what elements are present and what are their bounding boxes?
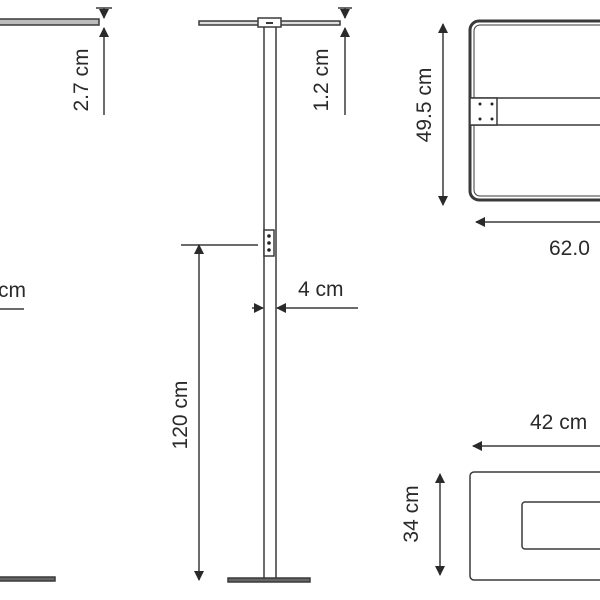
mount-plate [469,97,498,126]
base-side [0,576,56,582]
label-base-depth: 34 cm [400,485,423,542]
base-front [227,577,311,583]
label-pole-width: 4 cm [298,278,344,301]
label-base-width: 42 cm [530,411,587,434]
label-head-thickness-front: 1.2 cm [310,48,333,111]
label-head-depth: 49.5 cm [413,68,436,143]
side-view-lamp [0,7,112,582]
switch-dot-icon [267,234,271,238]
label-width-partial: cm [0,279,26,302]
lamp-head-side [0,18,100,26]
label-head-width: 62.0 [549,237,590,260]
base-inset [521,501,600,550]
switch-dot-icon [267,248,271,252]
label-switch-height: 120 cm [169,381,192,450]
head-top-view [438,19,600,227]
switch-dot-icon [267,241,271,245]
label-head-thickness-side: 2.7 cm [70,48,93,111]
base-top-view [435,441,600,581]
base-outline [469,471,600,581]
front-view-lamp [181,7,358,583]
